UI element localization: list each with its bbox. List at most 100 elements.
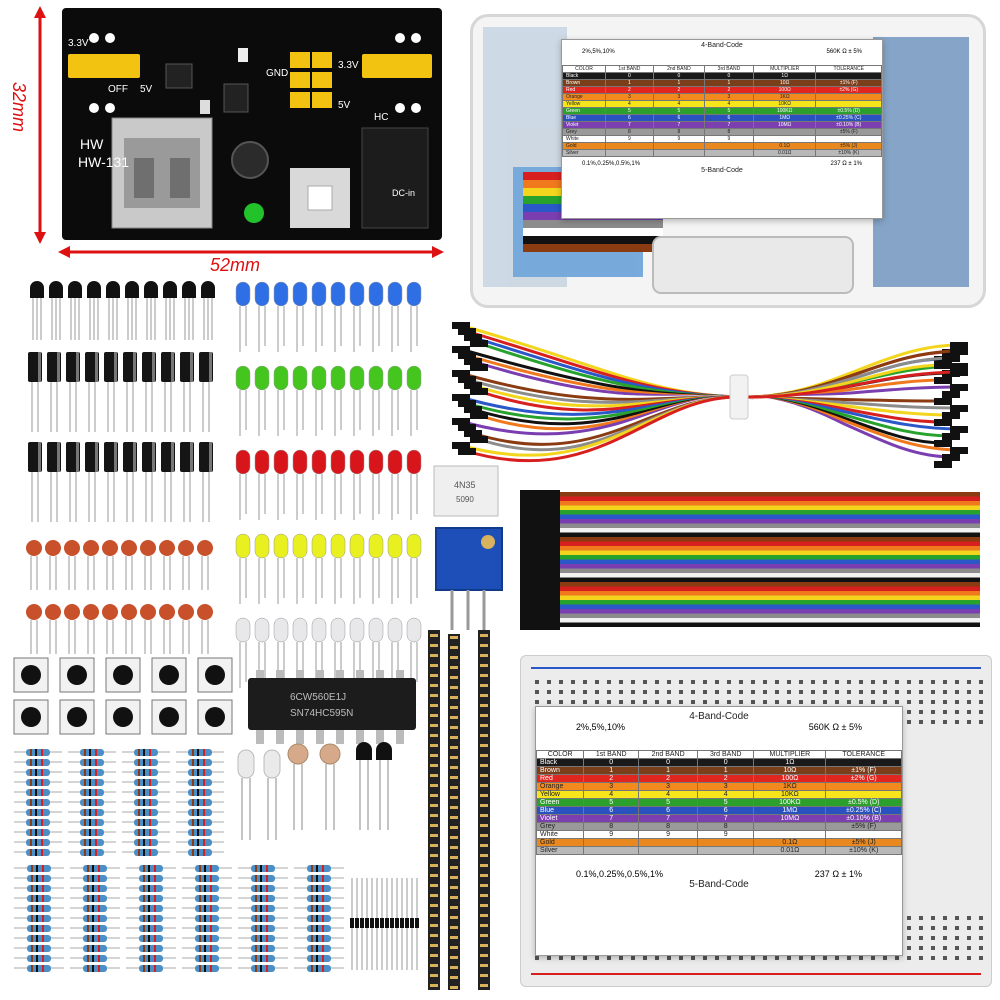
resistor — [27, 895, 51, 902]
resistor — [188, 779, 212, 786]
large-table-cell: 6 — [583, 806, 640, 815]
led — [292, 617, 308, 643]
large-table-cell: ±5% (J) — [825, 838, 902, 847]
resistor — [27, 865, 51, 872]
small-table-cell: Blue — [561, 114, 607, 122]
transistor — [144, 281, 158, 298]
led — [273, 617, 289, 643]
large-5-band-example: 237 Ω ± 1% — [814, 869, 862, 879]
small-table-cell: 7 — [605, 121, 654, 129]
large-table-cell: 5 — [638, 798, 699, 807]
large-table-cell: 1MΩ — [753, 806, 827, 815]
ceramic-capacitor — [64, 540, 80, 556]
small-5-band-title: 5-Band-Code — [701, 167, 743, 174]
small-table-cell: 2 — [703, 86, 754, 94]
large-table-cell: 5 — [697, 798, 755, 807]
large-table-cell — [825, 830, 902, 839]
board-label-5v-right: 5V — [338, 100, 351, 111]
resistor — [83, 965, 107, 972]
resistor — [251, 945, 275, 952]
board-label-hc: HC — [374, 112, 389, 123]
large-4-band-title: 4-Band-Code — [689, 711, 749, 722]
small-table-cell: 9 — [652, 135, 705, 143]
ceramic-capacitor — [83, 604, 99, 620]
large-table-cell: 4 — [638, 790, 699, 799]
small-table-cell: 8 — [652, 128, 705, 136]
large-table-cell: Silver — [535, 846, 585, 855]
resistor — [134, 759, 158, 766]
resistor — [134, 749, 158, 756]
transistor — [87, 281, 101, 298]
large-5-band-tolerances: 0.1%,0.25%,0.5%,1% — [576, 869, 664, 879]
resistor — [27, 935, 51, 942]
optocoupler-4n35: 4N35 5090 — [433, 465, 499, 517]
small-table-cell: ±2% (G) — [815, 86, 882, 94]
small-table-cell: Violet — [561, 121, 607, 129]
large-table-cell — [753, 830, 827, 839]
small-table-cell: 0 — [652, 72, 705, 80]
resistor — [80, 759, 104, 766]
led — [368, 449, 384, 475]
large-table-cell: 2 — [583, 774, 640, 783]
resistor — [83, 955, 107, 962]
resistor — [251, 865, 275, 872]
resistor — [188, 839, 212, 846]
resistor — [139, 875, 163, 882]
resistor — [27, 955, 51, 962]
resistor — [134, 769, 158, 776]
height-dimension-label: 32mm — [9, 82, 29, 133]
large-table-cell: ±1% (F) — [825, 766, 902, 775]
resistor — [195, 915, 219, 922]
resistor — [188, 809, 212, 816]
large-table-cell: Blue — [535, 806, 585, 815]
resistor — [27, 905, 51, 912]
transistor — [163, 281, 177, 298]
small-table-cell: 7 — [652, 121, 705, 129]
resistor — [134, 819, 158, 826]
small-table-cell: 4 — [703, 100, 754, 108]
led — [311, 617, 327, 643]
resistor — [80, 829, 104, 836]
large-table-cell: 8 — [638, 822, 699, 831]
ceramic-capacitor — [121, 604, 137, 620]
width-dimension-label: 52mm — [210, 255, 261, 275]
led — [292, 281, 308, 307]
large-table-cell: Red — [535, 774, 585, 783]
large-table-cell: ±5% (F) — [825, 822, 902, 831]
resistor — [134, 849, 158, 856]
large-table-header-4: MULTIPLIER — [753, 750, 827, 759]
resistor — [195, 955, 219, 962]
resistor — [307, 895, 331, 902]
small-table-cell: 1MΩ — [752, 114, 817, 122]
breadboard-power-supply-module: 3.3V 5V OFF GND 3.3V 5V HC DC-in HW HW-1… — [62, 8, 442, 240]
ceramic-capacitor — [102, 604, 118, 620]
resistor — [188, 819, 212, 826]
resistor — [195, 865, 219, 872]
large-table-cell — [697, 838, 755, 847]
diode — [380, 918, 384, 928]
resistor — [251, 935, 275, 942]
large-table-cell: Black — [535, 758, 585, 767]
resistor — [188, 789, 212, 796]
ceramic-capacitors-row-2 — [26, 604, 213, 654]
resistor — [26, 849, 50, 856]
small-4-band-title: 4-Band-Code — [701, 42, 743, 49]
resistor — [307, 885, 331, 892]
large-table-cell: 7 — [697, 814, 755, 823]
diode — [350, 918, 354, 928]
ceramic-capacitor — [26, 540, 42, 556]
resistor — [307, 875, 331, 882]
led — [387, 449, 403, 475]
large-table-cell: 10KΩ — [753, 790, 827, 799]
led — [311, 365, 327, 391]
small-table-cell: 9 — [703, 135, 754, 143]
small-table-header-0: COLOR — [561, 65, 607, 73]
large-table-cell: 1 — [638, 766, 699, 775]
led — [368, 533, 384, 559]
